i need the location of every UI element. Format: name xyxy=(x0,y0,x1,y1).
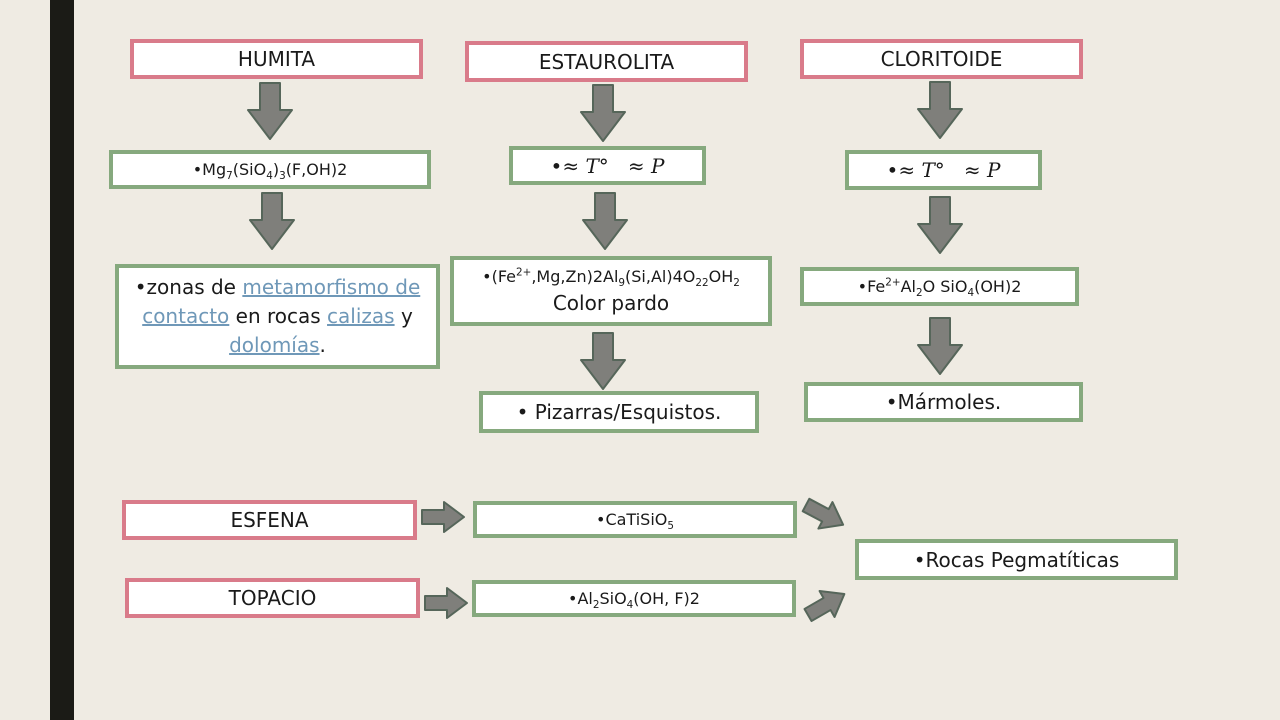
cloritoide-formula: •Fe2+Al2O SiO4(OH)2 xyxy=(800,267,1079,306)
arrow-esfena-formula xyxy=(421,501,465,533)
arrow-estaurolita-condition xyxy=(580,84,626,142)
esfena-formula-text: •CaTiSiO5 xyxy=(596,509,674,533)
link-dolomias[interactable]: dolomías xyxy=(229,333,320,357)
humita-occurrence: •zonas de metamorfismo de contacto en ro… xyxy=(115,264,440,369)
left-accent-bar xyxy=(50,0,74,720)
cloritoide-formula-text: •Fe2+Al2O SiO4(OH)2 xyxy=(857,276,1022,300)
arrow-estaurolita-occurrence xyxy=(580,332,626,390)
estaurolita-title: ESTAUROLITA xyxy=(465,41,748,82)
cloritoide-title: CLORITOIDE xyxy=(800,39,1083,79)
arrow-humita-formula xyxy=(247,82,293,140)
humita-title: HUMITA xyxy=(130,39,423,79)
topacio-title: TOPACIO xyxy=(125,578,420,618)
humita-formula: •Mg7(SiO4)3(F,OH)2 xyxy=(109,150,431,189)
estaurolita-condition: •≈ T° ≈ P xyxy=(509,146,706,185)
topacio-formula-text: •Al2SiO4(OH, F)2 xyxy=(568,588,700,612)
estaurolita-occurrence: • Pizarras/Esquistos. xyxy=(479,391,759,433)
estaurolita-color-note: Color pardo xyxy=(552,290,670,315)
arrow-estaurolita-formula xyxy=(582,192,628,250)
arrow-humita-occurrence xyxy=(249,192,295,250)
esfena-formula: •CaTiSiO5 xyxy=(473,501,797,538)
humita-occurrence-text: •zonas de metamorfismo de contacto en ro… xyxy=(134,275,421,357)
cloritoide-condition-text: •≈ T° ≈ P xyxy=(886,158,1001,182)
cloritoide-occurrence: •Mármoles. xyxy=(804,382,1083,422)
arrow-topacio-result xyxy=(799,580,853,629)
link-metamorfismo-de-contacto[interactable]: metamorfismo de contacto xyxy=(142,275,421,328)
link-calizas[interactable]: calizas xyxy=(327,304,395,328)
arrow-esfena-result xyxy=(797,490,852,539)
topacio-formula: •Al2SiO4(OH, F)2 xyxy=(472,580,796,617)
arrow-cloritoide-occurrence xyxy=(917,317,963,375)
humita-formula-text: •Mg7(SiO4)3(F,OH)2 xyxy=(192,159,348,183)
esfena-title: ESFENA xyxy=(122,500,417,540)
arrow-cloritoide-condition xyxy=(917,81,963,139)
cloritoide-condition: •≈ T° ≈ P xyxy=(845,150,1042,190)
estaurolita-formula-text: •(Fe2+,Mg,Zn)2Al9(Si,Al)4O22OH2 xyxy=(482,267,740,290)
estaurolita-formula: •(Fe2+,Mg,Zn)2Al9(Si,Al)4O22OH2 Color pa… xyxy=(450,256,772,326)
estaurolita-condition-text: •≈ T° ≈ P xyxy=(550,153,665,178)
arrow-topacio-formula xyxy=(424,587,468,619)
pegmatitic-rocks-box: •Rocas Pegmatíticas xyxy=(855,539,1178,580)
arrow-cloritoide-formula xyxy=(917,196,963,254)
